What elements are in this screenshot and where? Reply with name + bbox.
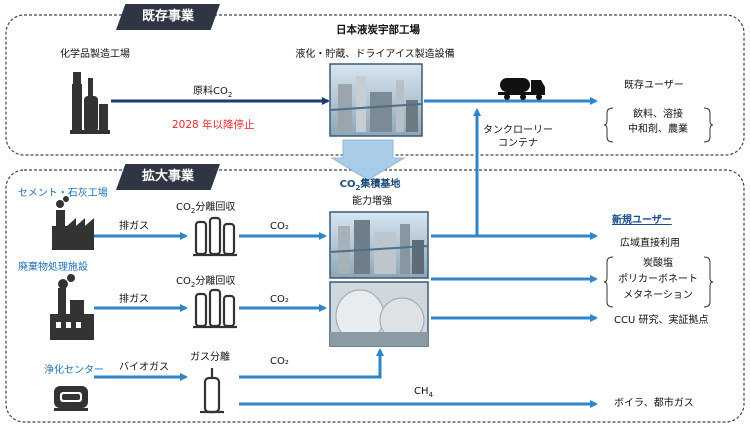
transport-label-1: タンクローリー [483,125,553,136]
new-uses-bracket-right [703,256,714,308]
process-label-1-sub: 2 [190,207,196,215]
expansion-business-tag: 拡大事業 [116,164,220,190]
existing-users-label: 既存ユーザー [624,80,684,91]
source-gas-2: 排ガス [119,294,149,305]
co2-separation-icon-1 [193,216,237,257]
co2-separation-icon-2 [193,288,237,329]
source-name-2: 廃棄物処理施設 [18,262,88,273]
ch4-text: CH [414,386,429,397]
existing-uses-bracket-right [703,107,714,143]
output-co2-1: CO₂ [270,221,289,232]
source-name-3: 浄化センター [44,365,104,376]
ch4-subscript: 4 [428,391,433,399]
output-co2-3: CO₂ [270,356,289,367]
chemical-plant-label: 化学品製造工場 [60,49,130,60]
ch4-label: CH4 [414,386,433,401]
process-label-1-co: CO [176,202,191,213]
purification-tank-icon [54,386,88,411]
process-label-2-sub: 2 [190,281,196,289]
wide-area-label: 広域直接利用 [620,238,680,249]
new-users-label: 新規ユーザー [612,215,672,226]
hub-facility-photo-2 [329,281,429,347]
existing-uses-line1: 飲料、溶接 [633,109,683,120]
hub-title: CO2集積基地 [340,179,401,194]
hub-title-subscript: 2 [355,184,361,192]
transport-label-2: コンテナ [498,138,538,149]
ccu-label: CCU 研究、実証拠点 [614,315,709,326]
hub-title-co: CO [339,179,356,190]
existing-facility-photo [329,63,423,137]
plant-title: 日本液炭宇部工場 [336,24,420,36]
new-use-3: メタネーション [623,290,693,301]
output-co2-2: CO₂ [270,294,289,305]
existing-uses-bracket-left [603,107,614,143]
existing-business-panel [5,14,745,156]
process-label-1: CO2分離回収 [176,202,235,217]
hub-title-rest: 集積基地 [360,179,401,190]
raw-co2-text: 原料CO [193,86,228,97]
stop-note: 2028 年以降停止 [172,119,255,131]
process-label-2: CO2分離回収 [176,276,235,291]
chemical-plant-icon [70,72,110,134]
source-gas-3: バイオガス [119,362,169,373]
hub-facility-photo-1 [329,211,429,279]
cement-factory-icon [52,196,94,250]
boiler-label: ボイラ、都市ガス [614,398,694,409]
tank-lorry-icon [498,78,545,100]
process-label-2-rest: 分離回収 [195,276,236,287]
facility-label: 液化・貯蔵、ドライアイス製造設備 [295,49,455,60]
process-label-2-co: CO [176,276,191,287]
source-gas-1: 排ガス [119,221,149,232]
raw-co2-label: 原料CO2 [193,86,232,101]
capacity-label: 能力増強 [352,196,392,207]
process-label-3: ガス分離 [190,352,230,363]
new-uses-bracket-left [603,256,614,308]
existing-business-tag: 既存事業 [116,4,220,30]
co2-arrow-3 [239,348,384,379]
source-name-1: セメント・石灰工場 [18,188,108,199]
process-label-1-rest: 分離回収 [195,202,236,213]
new-use-1: 炭酸塩 [643,258,673,269]
gas-separation-icon [200,368,224,414]
existing-uses-line2: 中和剤、農業 [628,124,688,135]
waste-facility-icon [50,274,94,340]
raw-co2-subscript: 2 [227,91,233,99]
new-use-2: ポリカーボネート [618,274,698,285]
hub-transfer-arrow [330,139,406,181]
